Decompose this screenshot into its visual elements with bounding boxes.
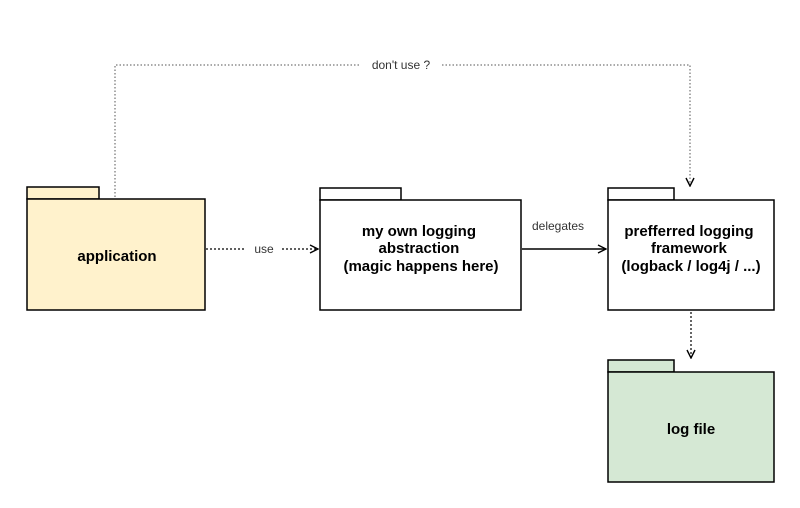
edge-dont-use[interactable]: don't use ? <box>114 58 690 197</box>
package-application[interactable]: application <box>26 186 206 311</box>
package-logging-abstraction-label: my own logging abstraction (magic happen… <box>343 223 498 275</box>
edge-use[interactable]: use <box>206 242 318 256</box>
edge-delegates[interactable]: delegates <box>522 219 606 249</box>
edge-delegates-label: delegates <box>532 219 584 233</box>
package-logging-abstraction[interactable]: my own logging abstraction (magic happen… <box>319 187 522 311</box>
edge-dont-use-label: don't use ? <box>372 58 431 72</box>
package-application-label: application <box>77 248 156 265</box>
package-log-file-label: log file <box>667 421 715 438</box>
edge-use-label: use <box>254 242 274 256</box>
package-logging-framework[interactable]: prefferred logging framework (logback / … <box>607 187 775 311</box>
package-log-file[interactable]: log file <box>607 359 775 483</box>
package-logging-framework-label: prefferred logging framework (logback / … <box>621 223 760 275</box>
